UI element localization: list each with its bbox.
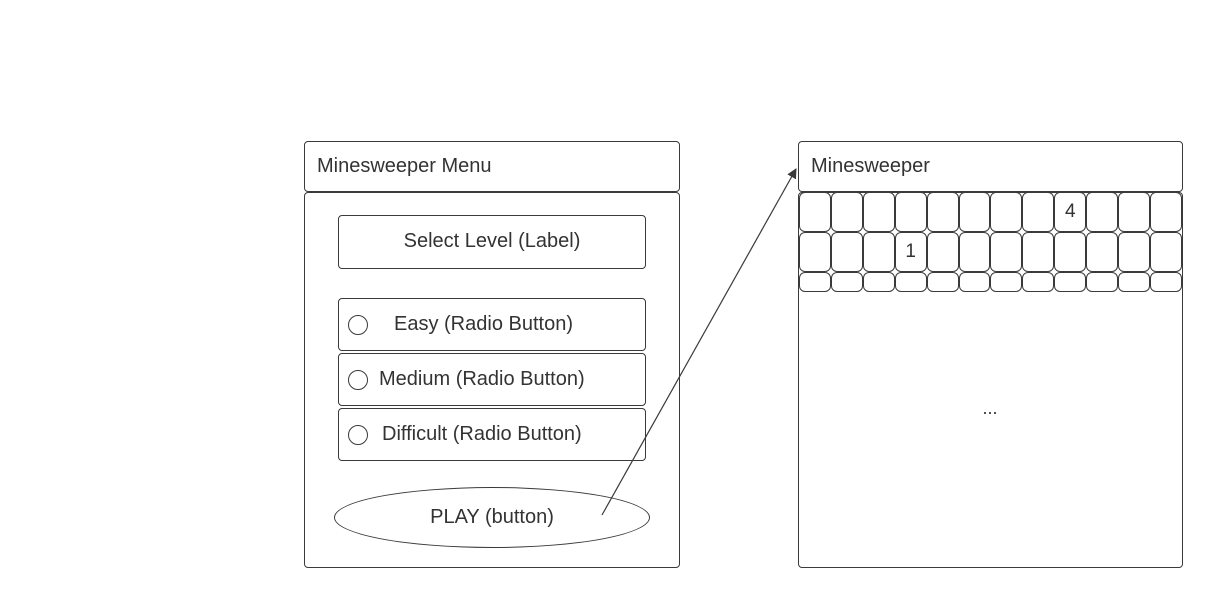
grid-cell[interactable] <box>990 272 1023 292</box>
grid-cell[interactable] <box>1118 232 1151 272</box>
grid-cell[interactable] <box>1150 232 1182 272</box>
grid-cell[interactable] <box>1054 232 1087 272</box>
play-button-label: PLAY (button) <box>430 506 554 528</box>
grid-cell[interactable] <box>1022 192 1055 232</box>
grid-cell[interactable] <box>990 232 1023 272</box>
grid-cell[interactable] <box>990 192 1023 232</box>
grid-cell[interactable] <box>1150 272 1182 292</box>
radio-difficult-label: Difficult (Radio Button) <box>382 423 582 445</box>
grid-cell[interactable] <box>1086 232 1119 272</box>
radio-medium[interactable]: Medium (Radio Button) <box>338 353 646 406</box>
grid-cell[interactable] <box>1086 192 1119 232</box>
grid-cell[interactable] <box>799 272 831 292</box>
grid-cell[interactable] <box>1150 192 1182 232</box>
grid-cell[interactable] <box>958 192 991 232</box>
grid-cell[interactable] <box>830 272 863 292</box>
grid-cell[interactable] <box>1086 272 1119 292</box>
radio-circle-icon[interactable] <box>348 425 368 445</box>
select-level-label-text: Select Level (Label) <box>403 230 581 252</box>
grid-cell[interactable] <box>894 272 927 292</box>
radio-easy[interactable]: Easy (Radio Button) <box>338 298 646 351</box>
grid-cell[interactable] <box>830 232 863 272</box>
menu-window-title: Minesweeper Menu <box>317 155 492 177</box>
grid-cell[interactable] <box>1118 272 1151 292</box>
grid-cell[interactable] <box>926 272 959 292</box>
play-button[interactable]: PLAY (button) <box>334 487 650 548</box>
radio-difficult[interactable]: Difficult (Radio Button) <box>338 408 646 461</box>
grid-cell[interactable] <box>1022 272 1055 292</box>
grid-cell[interactable] <box>830 192 863 232</box>
game-title-bar: Minesweeper <box>798 141 1183 192</box>
grid-cell[interactable]: 1 <box>894 232 927 272</box>
radio-circle-icon[interactable] <box>348 370 368 390</box>
grid-cell[interactable]: 4 <box>1054 192 1087 232</box>
grid-cell[interactable] <box>862 272 895 292</box>
grid-cell[interactable] <box>926 232 959 272</box>
menu-title-bar: Minesweeper Menu <box>304 141 680 192</box>
grid-cell[interactable] <box>926 192 959 232</box>
grid-cell[interactable] <box>799 232 831 272</box>
game-window-title: Minesweeper <box>811 155 930 177</box>
grid-cell[interactable] <box>1054 272 1087 292</box>
radio-medium-label: Medium (Radio Button) <box>379 368 585 390</box>
grid-cell[interactable] <box>862 232 895 272</box>
grid-cell[interactable] <box>958 232 991 272</box>
more-content-ellipsis: ... <box>982 398 998 418</box>
grid-cell[interactable] <box>799 192 831 232</box>
radio-easy-label: Easy (Radio Button) <box>394 313 573 335</box>
select-level-label: Select Level (Label) <box>338 215 646 269</box>
grid-cell[interactable] <box>1118 192 1151 232</box>
grid-cell[interactable] <box>894 192 927 232</box>
grid-cell[interactable] <box>1022 232 1055 272</box>
grid-cell[interactable] <box>958 272 991 292</box>
radio-circle-icon[interactable] <box>348 315 368 335</box>
grid-cell[interactable] <box>862 192 895 232</box>
